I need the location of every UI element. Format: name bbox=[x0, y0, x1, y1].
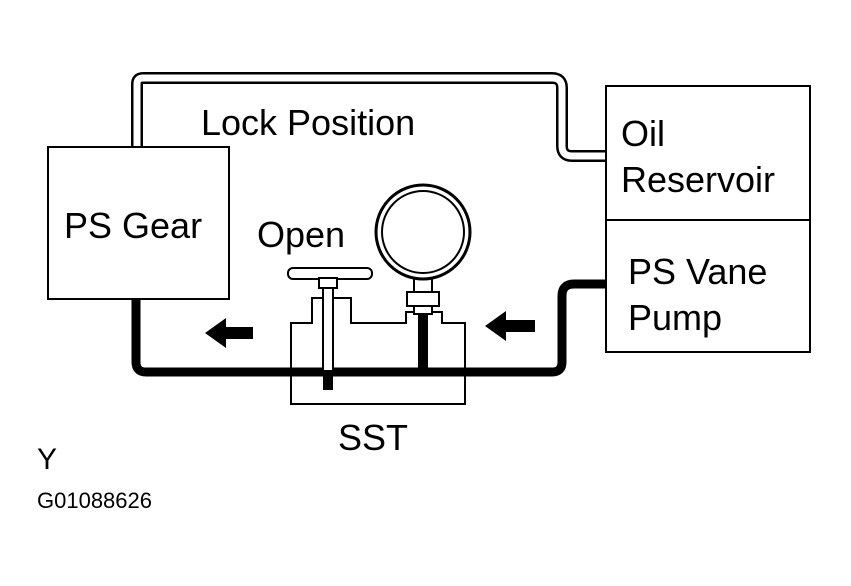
pressure-line bbox=[131, 279, 606, 377]
ps-gear-label: PS Gear bbox=[64, 205, 202, 246]
figure-letter: Y bbox=[37, 443, 58, 476]
flow-arrow-icon bbox=[485, 311, 535, 341]
oil-reservoir-label-line2: Reservoir bbox=[621, 159, 775, 200]
ps-vane-pump-label-line2: Pump bbox=[628, 297, 722, 338]
return-line bbox=[131, 72, 606, 162]
valve-handle-icon bbox=[287, 267, 373, 289]
sst-tool bbox=[290, 285, 466, 405]
ps-gear-box: PS Gear bbox=[47, 146, 230, 300]
figure-code: G01088626 bbox=[37, 488, 152, 513]
open-label: Open bbox=[257, 214, 345, 255]
oil-reservoir-box: Oil Reservoir bbox=[605, 85, 811, 221]
ps-vane-pump-label-line1: PS Vane bbox=[628, 251, 767, 292]
lock-position-label: Lock Position bbox=[201, 102, 415, 143]
flow-arrow-icon bbox=[205, 318, 253, 348]
ps-vane-pump-box: PS Vane Pump bbox=[605, 219, 811, 353]
oil-reservoir-label-line1: Oil bbox=[621, 113, 665, 154]
pressure-gauge-icon bbox=[374, 183, 472, 315]
sst-label: SST bbox=[338, 417, 408, 458]
